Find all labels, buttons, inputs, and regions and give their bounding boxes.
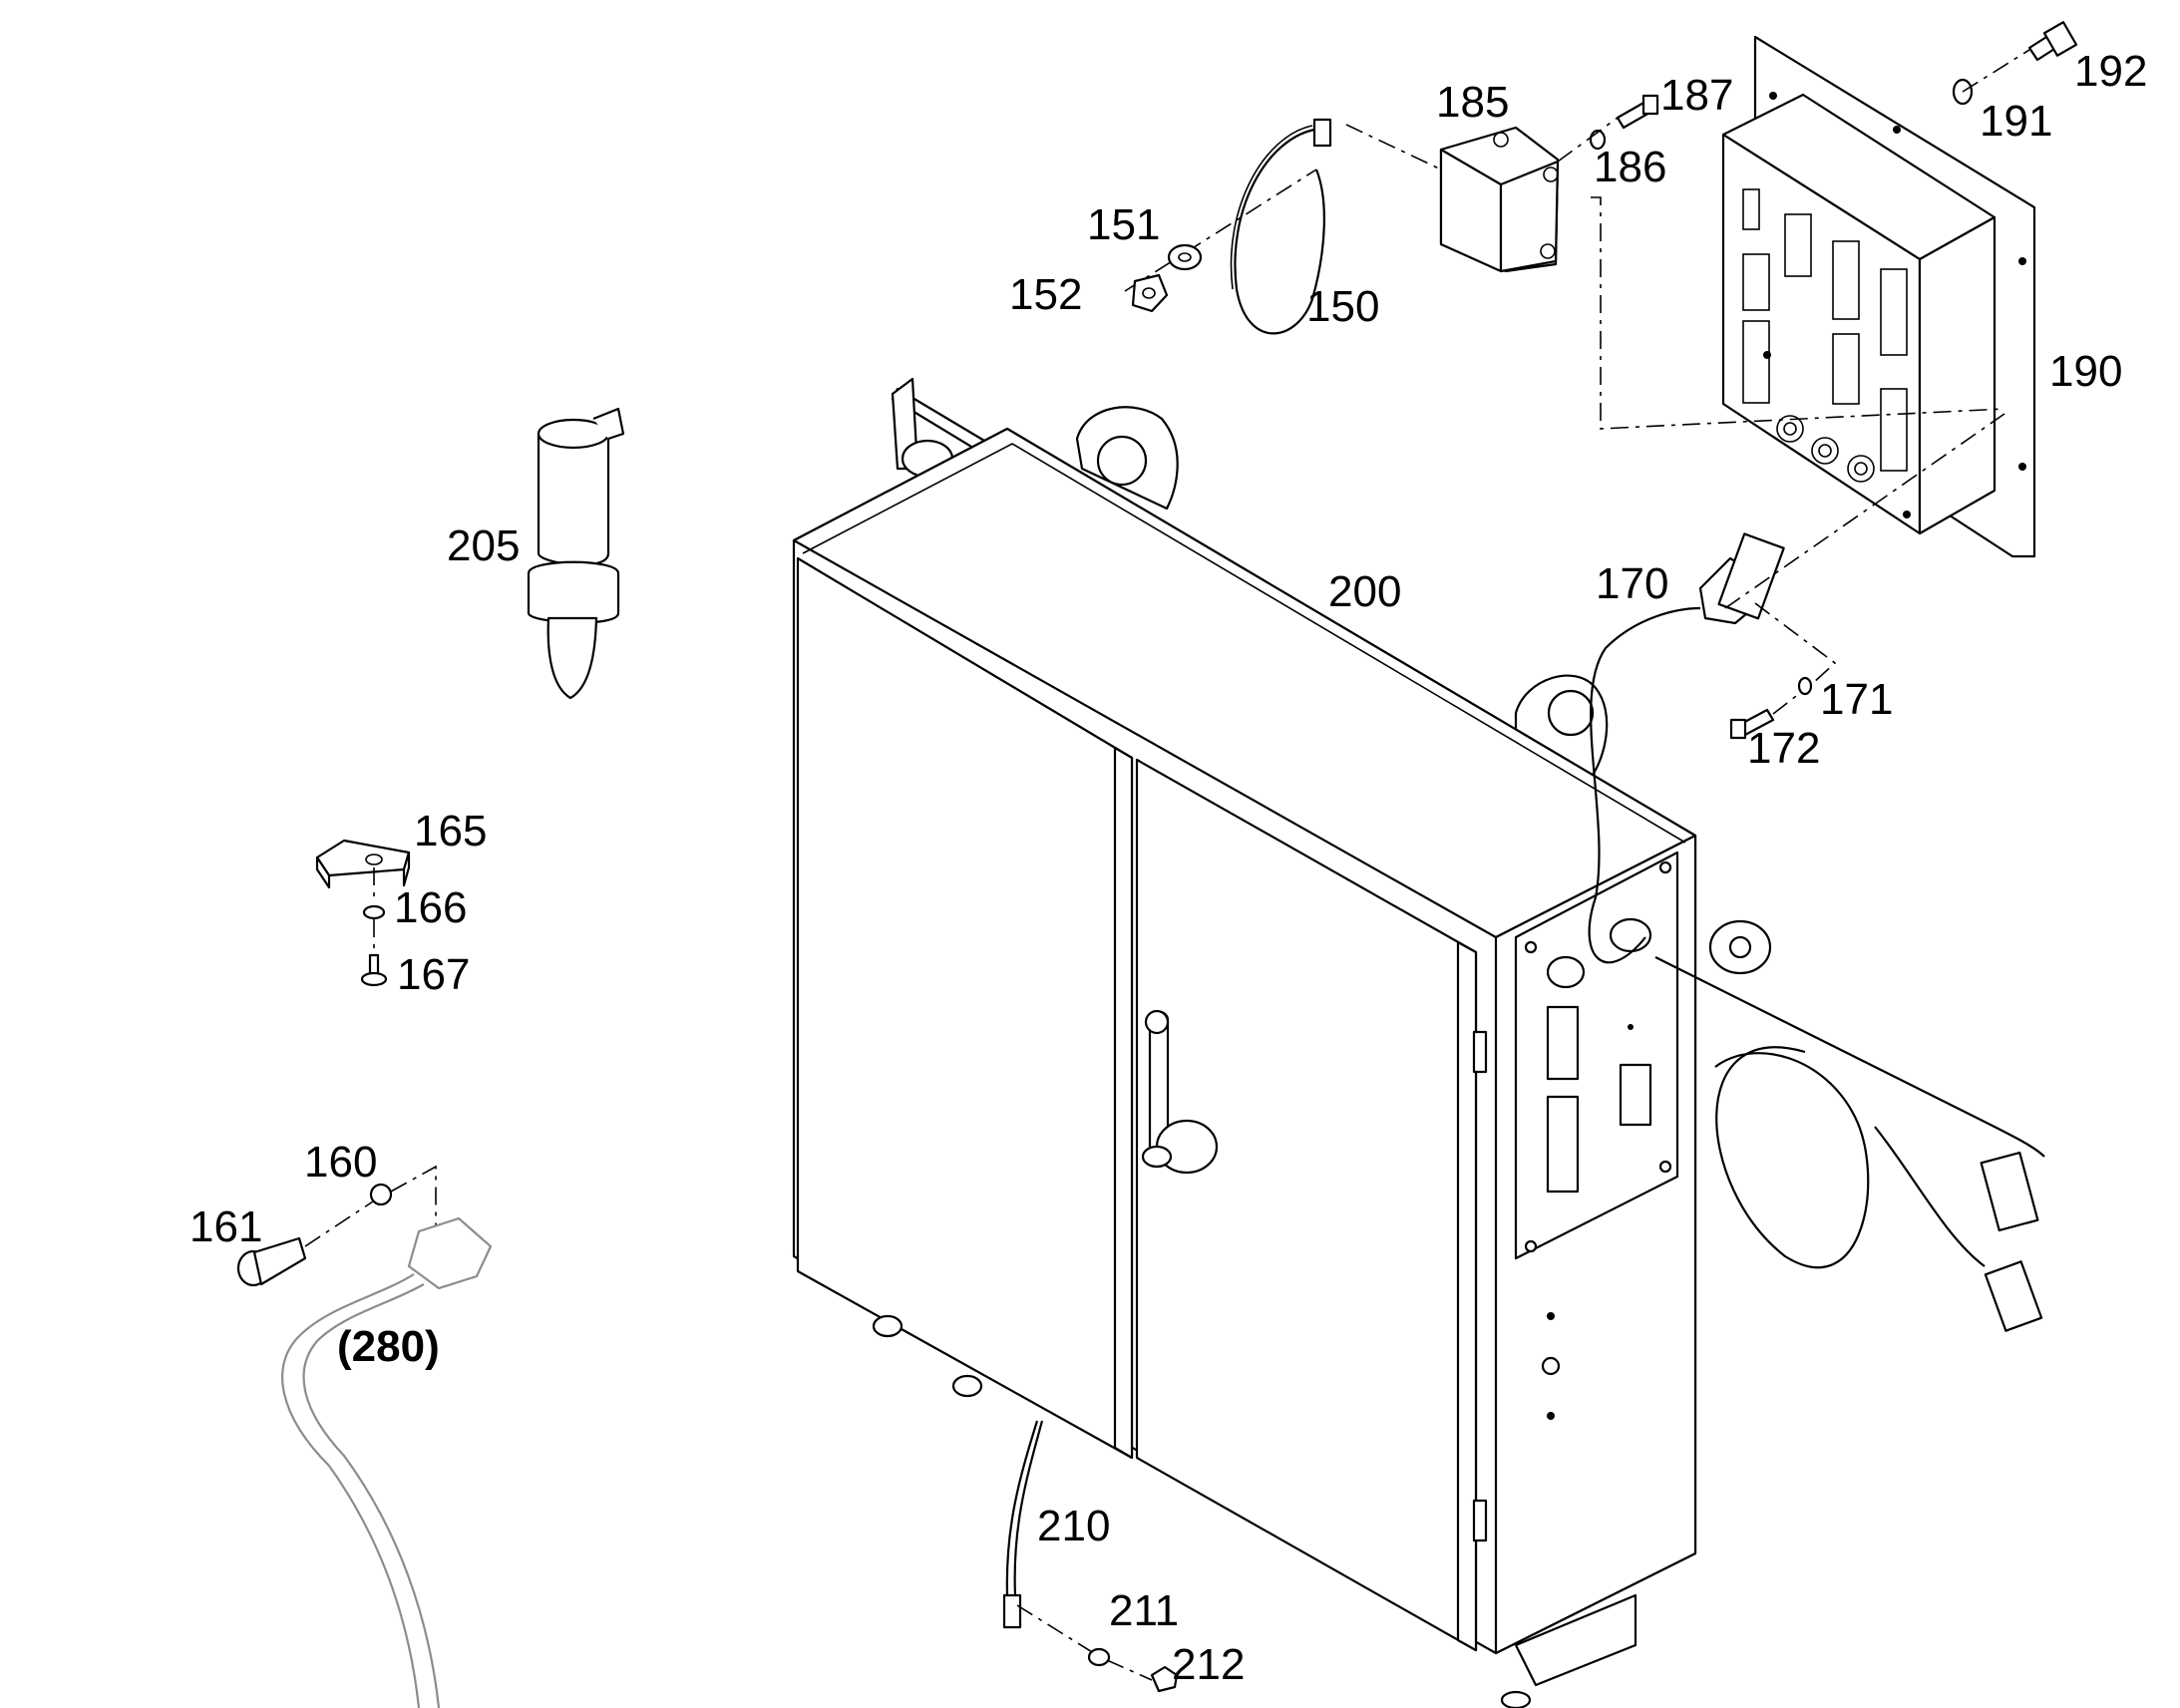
callout-190: 190	[2049, 347, 2122, 396]
callout-211: 211	[1109, 1586, 1179, 1635]
callout-166: 166	[394, 883, 467, 932]
washer-211	[1087, 1647, 1111, 1667]
callout-191: 191	[1980, 97, 2052, 146]
control-panel-190	[1721, 35, 2036, 558]
callout-152: 152	[1009, 270, 1082, 319]
junction-box-185	[1439, 126, 1560, 273]
callout-171: 171	[1820, 675, 1893, 724]
cable-280	[281, 1216, 493, 1708]
enclosure-200	[792, 377, 1772, 1708]
callout-172: 172	[1747, 724, 1820, 773]
cable-assembly-170	[1588, 532, 2045, 1332]
washer-166	[362, 904, 386, 920]
callout-185: 185	[1436, 78, 1509, 127]
callout-200: 200	[1328, 567, 1401, 616]
callout-165: 165	[414, 807, 487, 855]
screw-187	[1616, 94, 1659, 130]
earth-lead-210	[1002, 1420, 1044, 1629]
callout-170: 170	[1596, 559, 1668, 608]
washer-151	[1167, 243, 1203, 271]
callout-186: 186	[1594, 143, 1666, 191]
screw-161	[236, 1236, 307, 1287]
callout-205: 205	[447, 521, 520, 570]
screw-172	[1729, 708, 1775, 740]
bracket-165	[315, 839, 411, 889]
screw-192	[2027, 21, 2078, 62]
washer-171	[1797, 676, 1813, 696]
callout-192: 192	[2074, 47, 2147, 96]
callout-150: 150	[1306, 282, 1379, 331]
callout-187: 187	[1660, 71, 1733, 120]
callout-160: 160	[304, 1138, 377, 1187]
grip-205	[527, 407, 625, 700]
earth-strap-150	[1230, 118, 1332, 335]
callout-151: 151	[1087, 200, 1160, 249]
callout-161: 161	[189, 1202, 262, 1251]
callout-212: 212	[1172, 1640, 1245, 1689]
callout-280: (280)	[337, 1322, 440, 1371]
nut-152	[1131, 273, 1169, 313]
nut-212	[1150, 1665, 1179, 1693]
callout-210: 210	[1037, 1502, 1110, 1550]
callout-labels: 150 151 152 160 161 165 166 167 170 171 …	[189, 47, 2147, 1689]
washer-160	[369, 1183, 393, 1206]
screw-167	[360, 953, 388, 987]
callout-167: 167	[397, 950, 470, 999]
